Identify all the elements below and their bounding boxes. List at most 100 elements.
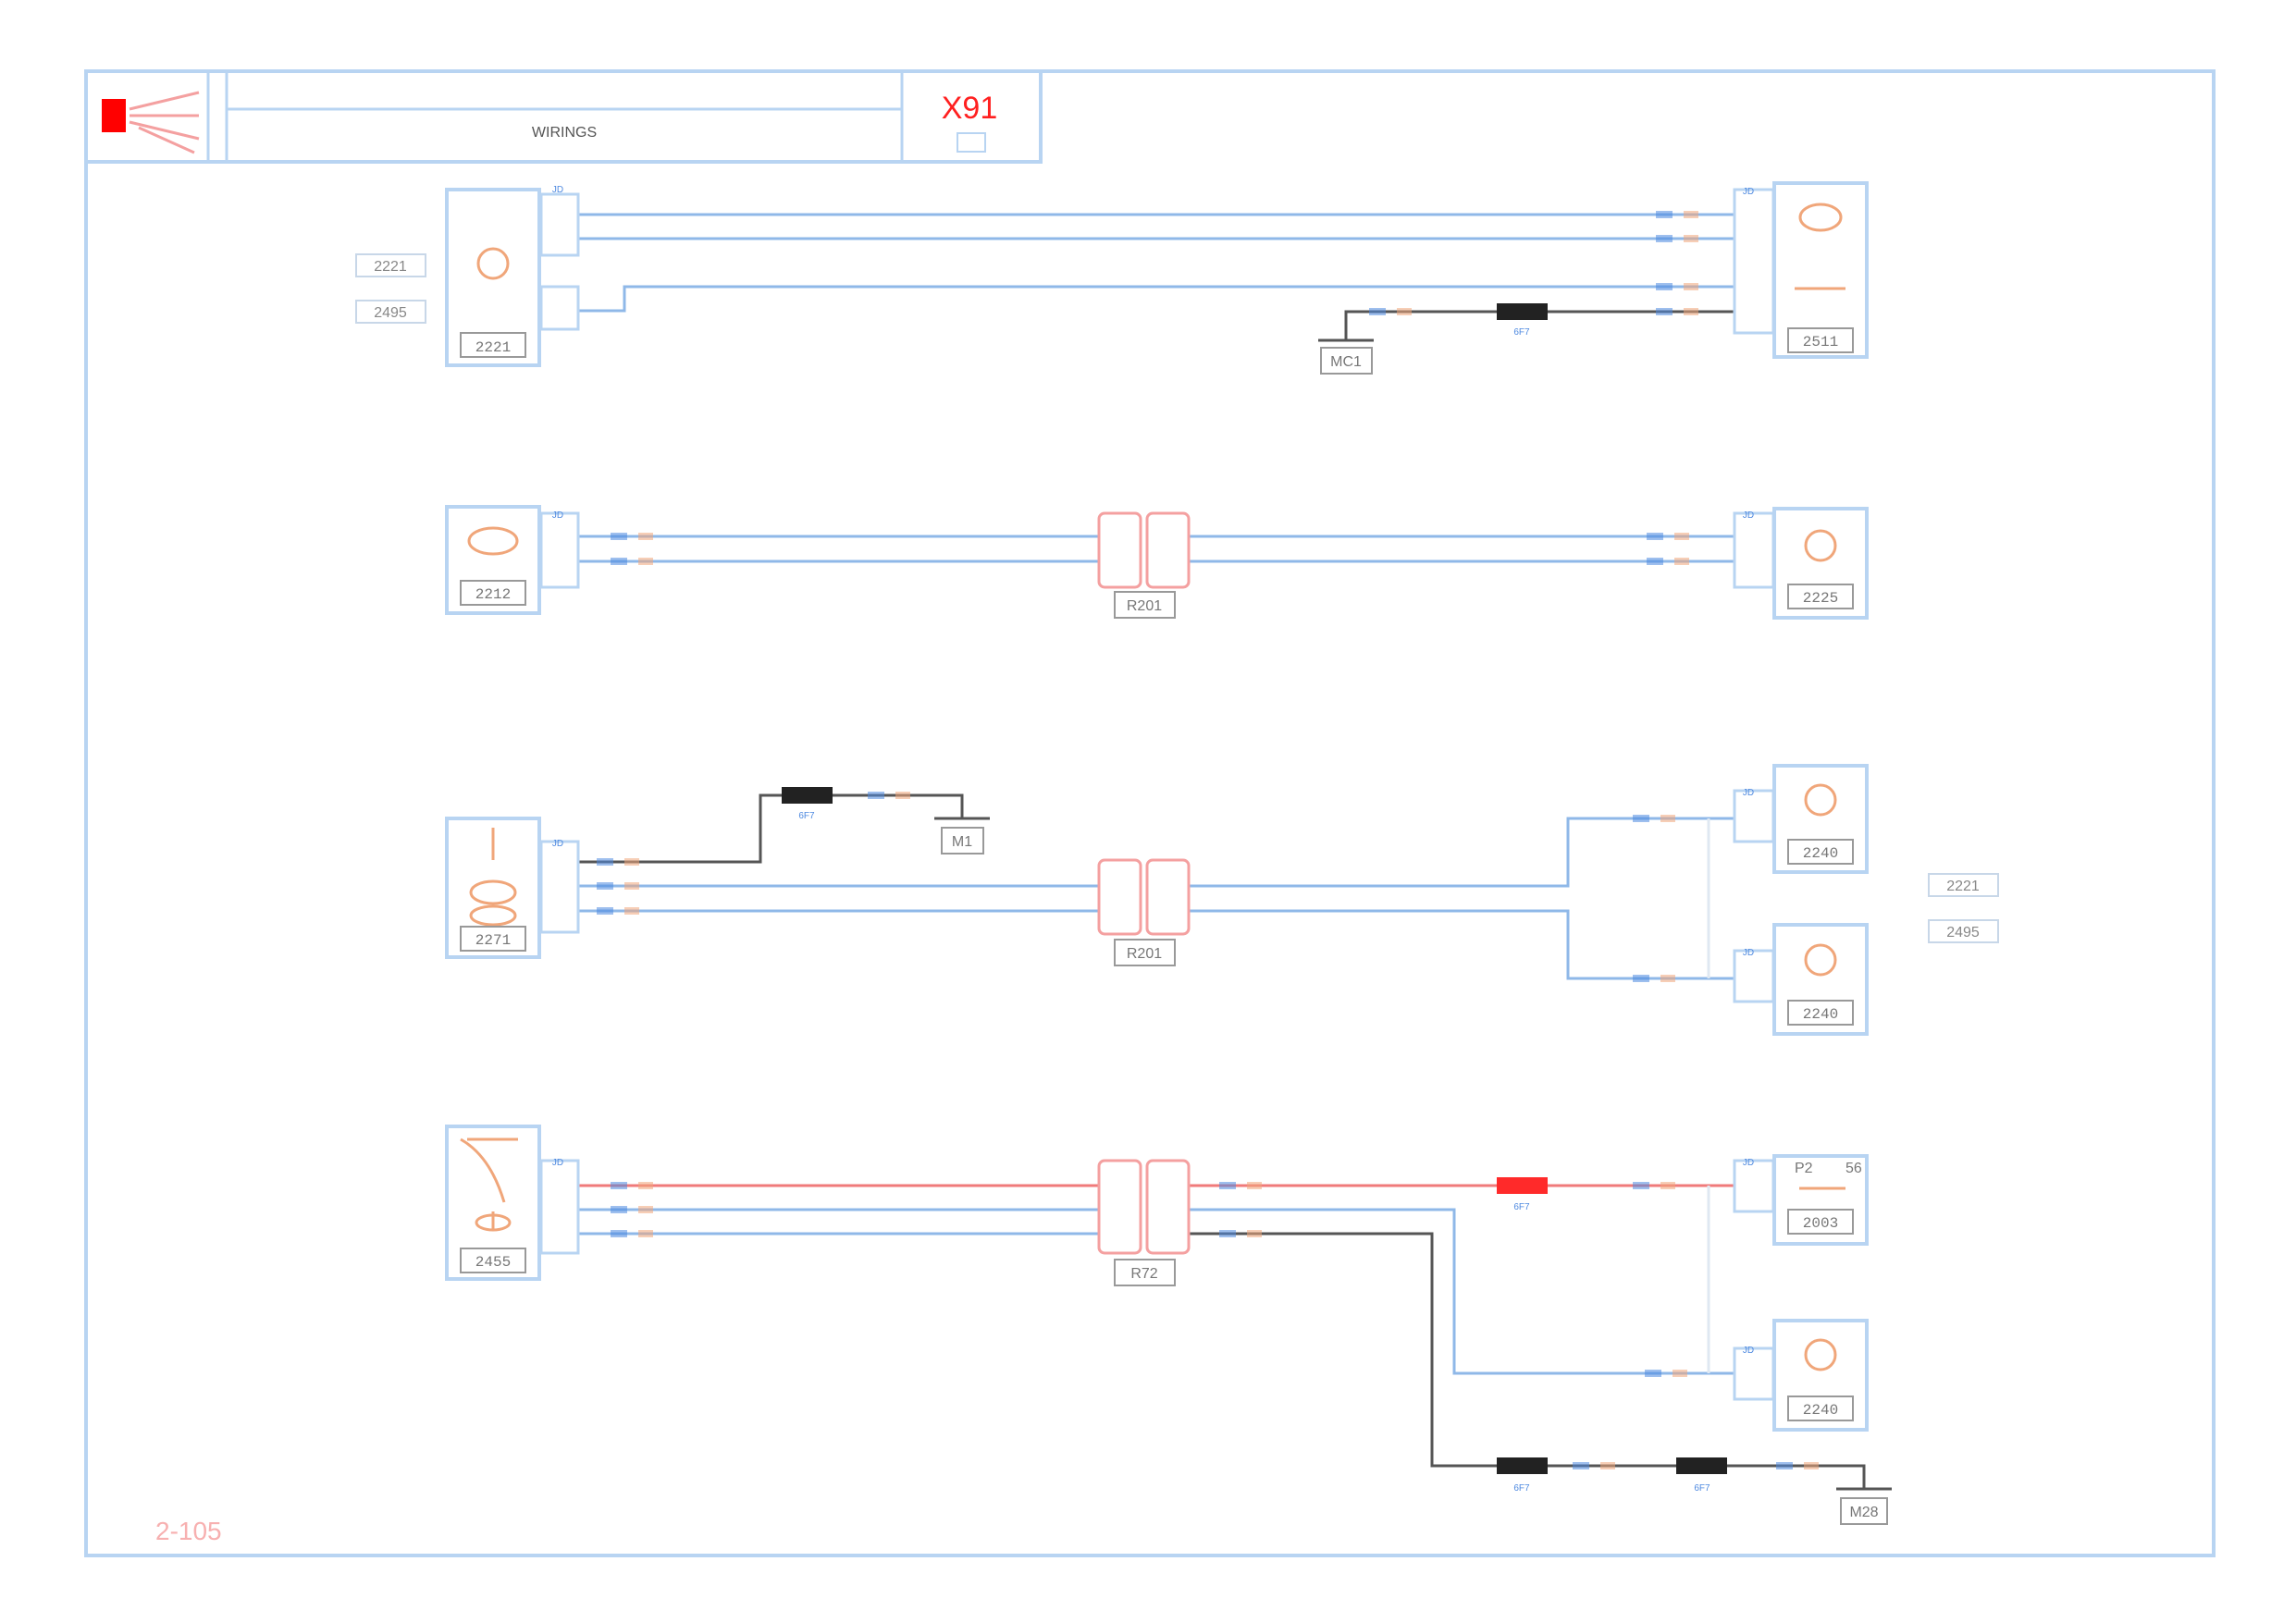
sensor-icon: [1798, 203, 1843, 232]
wire-tag-orange: [638, 558, 653, 565]
wire-tag-orange: [1804, 1462, 1819, 1469]
wire-tag-blue: [1647, 533, 1663, 540]
wire-tag-orange: [1684, 235, 1698, 242]
connector-block-3a: JD: [539, 839, 580, 934]
wire-tag-orange: [895, 792, 910, 799]
svg-text:2240: 2240: [1803, 1402, 1838, 1419]
svg-text:2511: 2511: [1803, 334, 1838, 350]
wire-tag-blue: [1219, 1230, 1236, 1237]
diagram-code: X91: [942, 91, 998, 126]
component-2240-a[interactable]: 2240: [1772, 764, 1869, 874]
fuse-2: 6F7: [782, 787, 833, 821]
wires: [578, 213, 1866, 1489]
svg-text:R201: R201: [1127, 946, 1162, 962]
connector-block-2b: JD: [1733, 510, 1775, 589]
component-2225[interactable]: 2225: [1772, 507, 1869, 620]
inline-connector-r72: R72: [1097, 1159, 1191, 1286]
connector-block-3b: JD JD: [1733, 788, 1775, 1003]
speaker-icon: [1804, 943, 1837, 977]
wire-tag-blue: [597, 882, 613, 890]
svg-text:MC1: MC1: [1330, 354, 1362, 370]
wire-tag-orange: [1674, 533, 1689, 540]
wire-tag-blue: [1633, 1182, 1649, 1189]
svg-text:JD: JD: [552, 839, 563, 849]
connector-block-4b: JD JD: [1733, 1158, 1775, 1401]
wire-tag-orange: [638, 1230, 653, 1237]
wire-tag-orange: [1684, 308, 1698, 315]
svg-text:2240: 2240: [1803, 1006, 1838, 1023]
wire-tag-orange: [1247, 1182, 1262, 1189]
wire-tag-orange: [1673, 1370, 1687, 1377]
component-2455[interactable]: 2455: [445, 1125, 541, 1281]
speaker-icon: [1804, 529, 1837, 562]
connector-block-2a: JD: [539, 510, 580, 589]
component-2212[interactable]: 2212: [445, 505, 541, 615]
wire-tag-orange: [624, 858, 639, 866]
inline-connector-r201a: R201: [1097, 511, 1191, 619]
wire-tag-orange: [1674, 558, 1689, 565]
svg-text:2221: 2221: [1946, 879, 1980, 894]
wire-tag-blue: [1647, 558, 1663, 565]
svg-text:JD: JD: [1743, 1158, 1754, 1168]
svg-text:2221: 2221: [374, 259, 407, 275]
svg-text:P2: P2: [1795, 1161, 1813, 1176]
svg-text:2240: 2240: [1803, 845, 1838, 862]
speaker-icon: [476, 247, 510, 280]
svg-text:2495: 2495: [1946, 925, 1980, 941]
svg-text:JD: JD: [1743, 510, 1754, 521]
component-2240-b[interactable]: 2240: [1772, 923, 1869, 1036]
wire-tag-blue: [611, 1206, 627, 1213]
connector-block-1a: JD: [539, 185, 580, 331]
speaker-icon: [1804, 783, 1837, 817]
wire-tag-blue: [1369, 308, 1386, 315]
svg-text:JD: JD: [1743, 788, 1754, 798]
speaker-icon: [1804, 1338, 1837, 1371]
fuse-1: 6F7: [1497, 303, 1548, 338]
fuse-4: 6F7: [1497, 1457, 1548, 1494]
fuse-5: 6F7: [1676, 1457, 1727, 1494]
svg-text:R72: R72: [1130, 1266, 1157, 1282]
svg-text:6F7: 6F7: [798, 811, 815, 821]
wire-tag-blue: [1633, 975, 1649, 982]
svg-text:JD: JD: [552, 1158, 563, 1168]
svg-text:2455: 2455: [475, 1254, 511, 1271]
wire-tag-blue: [868, 792, 884, 799]
diagram-title: WIRINGS: [532, 125, 597, 141]
component-2240-c[interactable]: 2240: [1772, 1319, 1869, 1432]
brand-logo: [102, 99, 126, 132]
wire-tag-blue: [1573, 1462, 1589, 1469]
svg-text:JD: JD: [1743, 187, 1754, 197]
fuse-3: 6F7: [1497, 1177, 1548, 1212]
wire-tag-blue: [1645, 1370, 1661, 1377]
page-number: 2-105: [155, 1517, 222, 1545]
svg-text:6F7: 6F7: [1513, 1202, 1530, 1212]
wire-tags: [597, 211, 1819, 1469]
wire-tag-orange: [624, 882, 639, 890]
component-2221[interactable]: 2221: [445, 188, 541, 367]
wire-tag-orange: [1660, 815, 1675, 822]
side-label-right: 2221 2495: [1928, 873, 1999, 943]
svg-text:JD: JD: [552, 185, 563, 195]
sheet-frame: [84, 69, 2216, 1557]
svg-text:6F7: 6F7: [1694, 1483, 1710, 1494]
component-2511[interactable]: 2511: [1772, 181, 1869, 359]
wire-tag-blue: [611, 1182, 627, 1189]
wire-tag-blue: [1776, 1462, 1793, 1469]
wire-tag-blue: [611, 1230, 627, 1237]
wire-tag-blue: [1656, 211, 1673, 218]
wire-tag-orange: [1247, 1230, 1262, 1237]
svg-text:6F7: 6F7: [1513, 1483, 1530, 1494]
svg-text:2495: 2495: [374, 305, 407, 321]
component-2271[interactable]: 2271: [445, 817, 541, 959]
wire-tag-blue: [1656, 235, 1673, 242]
svg-text:2271: 2271: [475, 932, 511, 949]
svg-text:6F7: 6F7: [1513, 327, 1530, 338]
wire-tag-orange: [1397, 308, 1412, 315]
wire-tag-blue: [1656, 283, 1673, 290]
svg-text:JD: JD: [1743, 1346, 1754, 1356]
component-2003[interactable]: P2 56 2003: [1772, 1154, 1869, 1246]
svg-text:JD: JD: [1743, 948, 1754, 958]
connector-block-4a: JD: [539, 1158, 580, 1255]
wire-tag-orange: [1684, 211, 1698, 218]
